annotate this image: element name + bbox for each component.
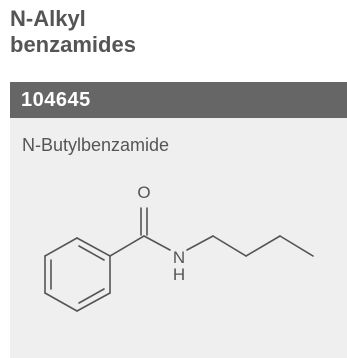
bond-carbonyl-nitrogen xyxy=(143,235,171,251)
oxygen-label: O xyxy=(137,183,150,202)
nitrogen-label: N xyxy=(173,248,185,267)
bond-chain-1 xyxy=(212,235,247,257)
hydrogen-label: H xyxy=(173,265,185,284)
bond-chain-2 xyxy=(245,235,281,257)
category-title-line-2: benzamides xyxy=(10,32,136,57)
bond-nitrogen-chain xyxy=(186,235,214,251)
bond-ring-carbonyl xyxy=(109,235,145,257)
category-title-line-1: N-Alkyl xyxy=(10,6,86,31)
bond-chain-3 xyxy=(279,235,314,257)
compound-id-bar: 104645 xyxy=(10,82,347,118)
benzene-ring xyxy=(44,237,111,312)
category-title: N-Alkyl benzamides xyxy=(10,6,340,58)
compound-id: 104645 xyxy=(21,89,91,111)
compound-name: N-Butylbenzamide xyxy=(22,135,170,155)
compound-card: N-Butylbenzamide O N H xyxy=(10,118,347,358)
structure-diagram: O N H xyxy=(44,183,314,312)
